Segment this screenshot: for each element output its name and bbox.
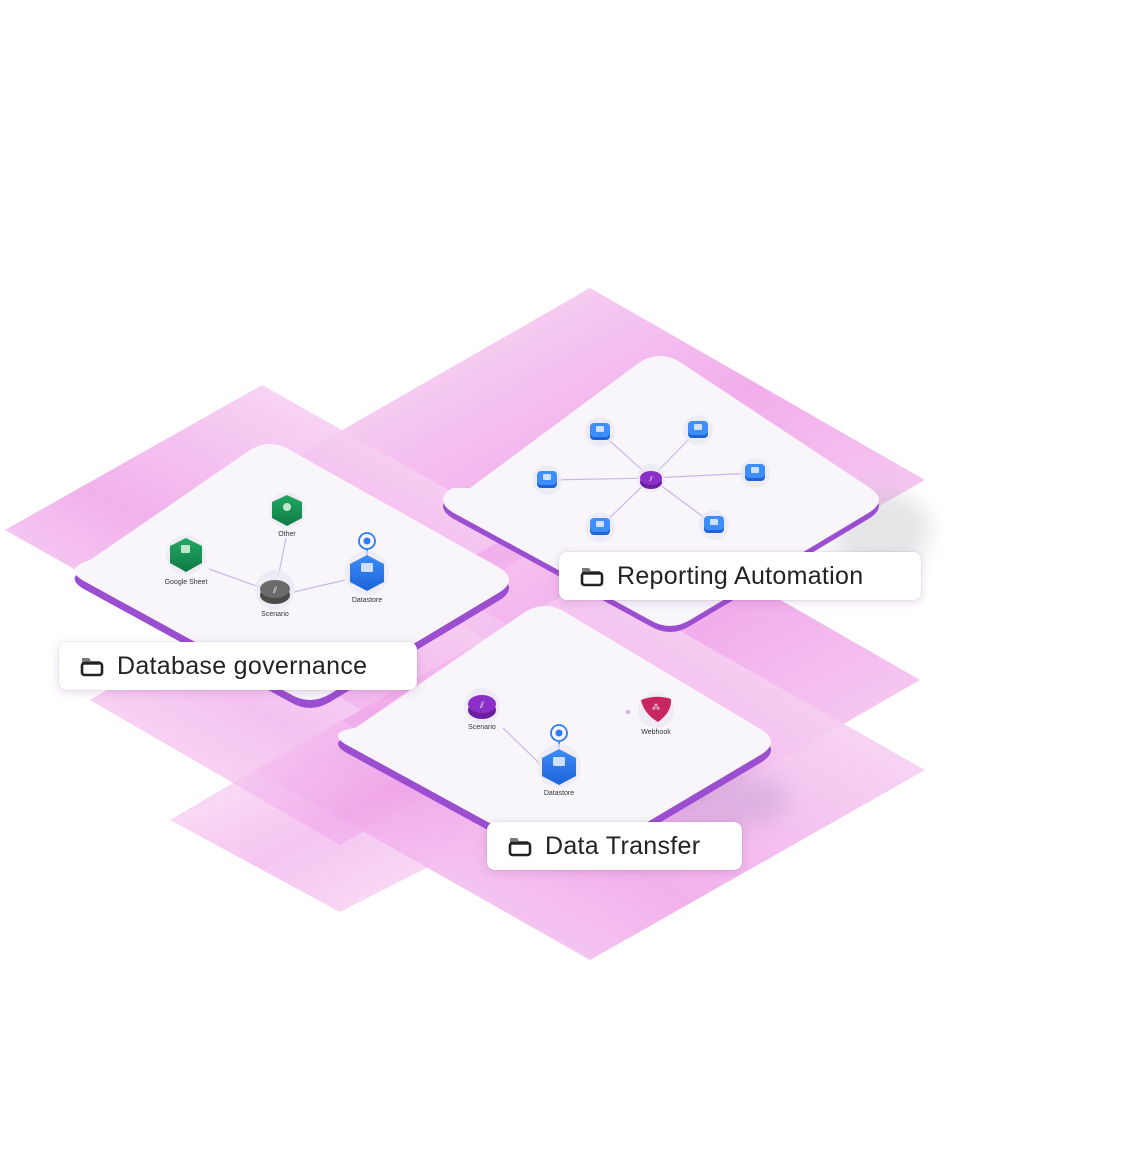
webhook-node[interactable]: ⁂ Webhook: [638, 692, 674, 736]
hub-scenario-node[interactable]: ⫽: [637, 464, 665, 492]
webhook-icon: ⁂: [652, 702, 660, 712]
database-icon: [596, 521, 604, 527]
make-logo-icon: ⫽: [479, 701, 484, 711]
node-label: Google Sheet: [165, 579, 208, 586]
folder-title: Database governance: [117, 651, 368, 680]
database-icon: [710, 519, 718, 525]
node-label: Datastore: [544, 790, 574, 797]
folder-label-database-governance[interactable]: Database governance: [59, 642, 417, 690]
datastore-spoke-node[interactable]: [532, 465, 562, 495]
cloud-app-icon: [283, 503, 291, 511]
datastore-node[interactable]: Datastore: [537, 724, 581, 797]
node-label: Scenario: [261, 611, 289, 618]
folder-icon: [80, 658, 104, 677]
datastore-spokes: [532, 415, 770, 542]
make-logo-icon: ⫽: [648, 475, 653, 483]
datastore-node[interactable]: Datastore: [345, 532, 389, 604]
node-label: Datastore: [352, 597, 382, 604]
webhook-connector-dot: [626, 710, 630, 714]
database-icon: [751, 467, 759, 473]
database-icon: [553, 757, 565, 766]
scenario-node[interactable]: ⫽ Scenario: [464, 688, 500, 731]
folder-icon: [580, 568, 604, 587]
datastore-spoke-node[interactable]: [740, 458, 770, 488]
grid-tile: [170, 720, 520, 912]
sheet-icon: [181, 545, 190, 553]
database-icon: [694, 424, 702, 430]
make-logo-icon: ⫽: [272, 586, 277, 596]
database-icon: [543, 474, 551, 480]
datastore-spoke-node[interactable]: [585, 512, 615, 542]
panel-data-transfer[interactable]: ⫽ Scenario Datastore ⁂ Webhook: [337, 606, 771, 870]
folder-title: Data Transfer: [545, 831, 701, 860]
scenario-node[interactable]: ⫽ Scenario: [255, 570, 295, 618]
panel-surface: [74, 444, 510, 700]
flow-edge: [502, 727, 541, 765]
database-icon: [361, 563, 373, 572]
node-label: Other: [278, 531, 296, 538]
node-label: Scenario: [468, 724, 496, 731]
folder-title: Reporting Automation: [617, 561, 864, 590]
folder-label-reporting-automation[interactable]: Reporting Automation: [559, 552, 921, 600]
node-label: Webhook: [641, 729, 671, 736]
folder-icon: [508, 838, 532, 857]
google-sheet-node[interactable]: Google Sheet: [165, 535, 208, 586]
folder-label-data-transfer[interactable]: Data Transfer: [487, 822, 742, 870]
datastore-spoke-node[interactable]: [683, 415, 713, 445]
database-icon: [596, 426, 604, 432]
datastore-spoke-node[interactable]: [585, 417, 615, 447]
other-node[interactable]: Other: [269, 492, 305, 538]
datastore-spoke-node[interactable]: [699, 510, 729, 540]
panel-surface: [337, 606, 771, 862]
background-grid: [5, 288, 925, 960]
